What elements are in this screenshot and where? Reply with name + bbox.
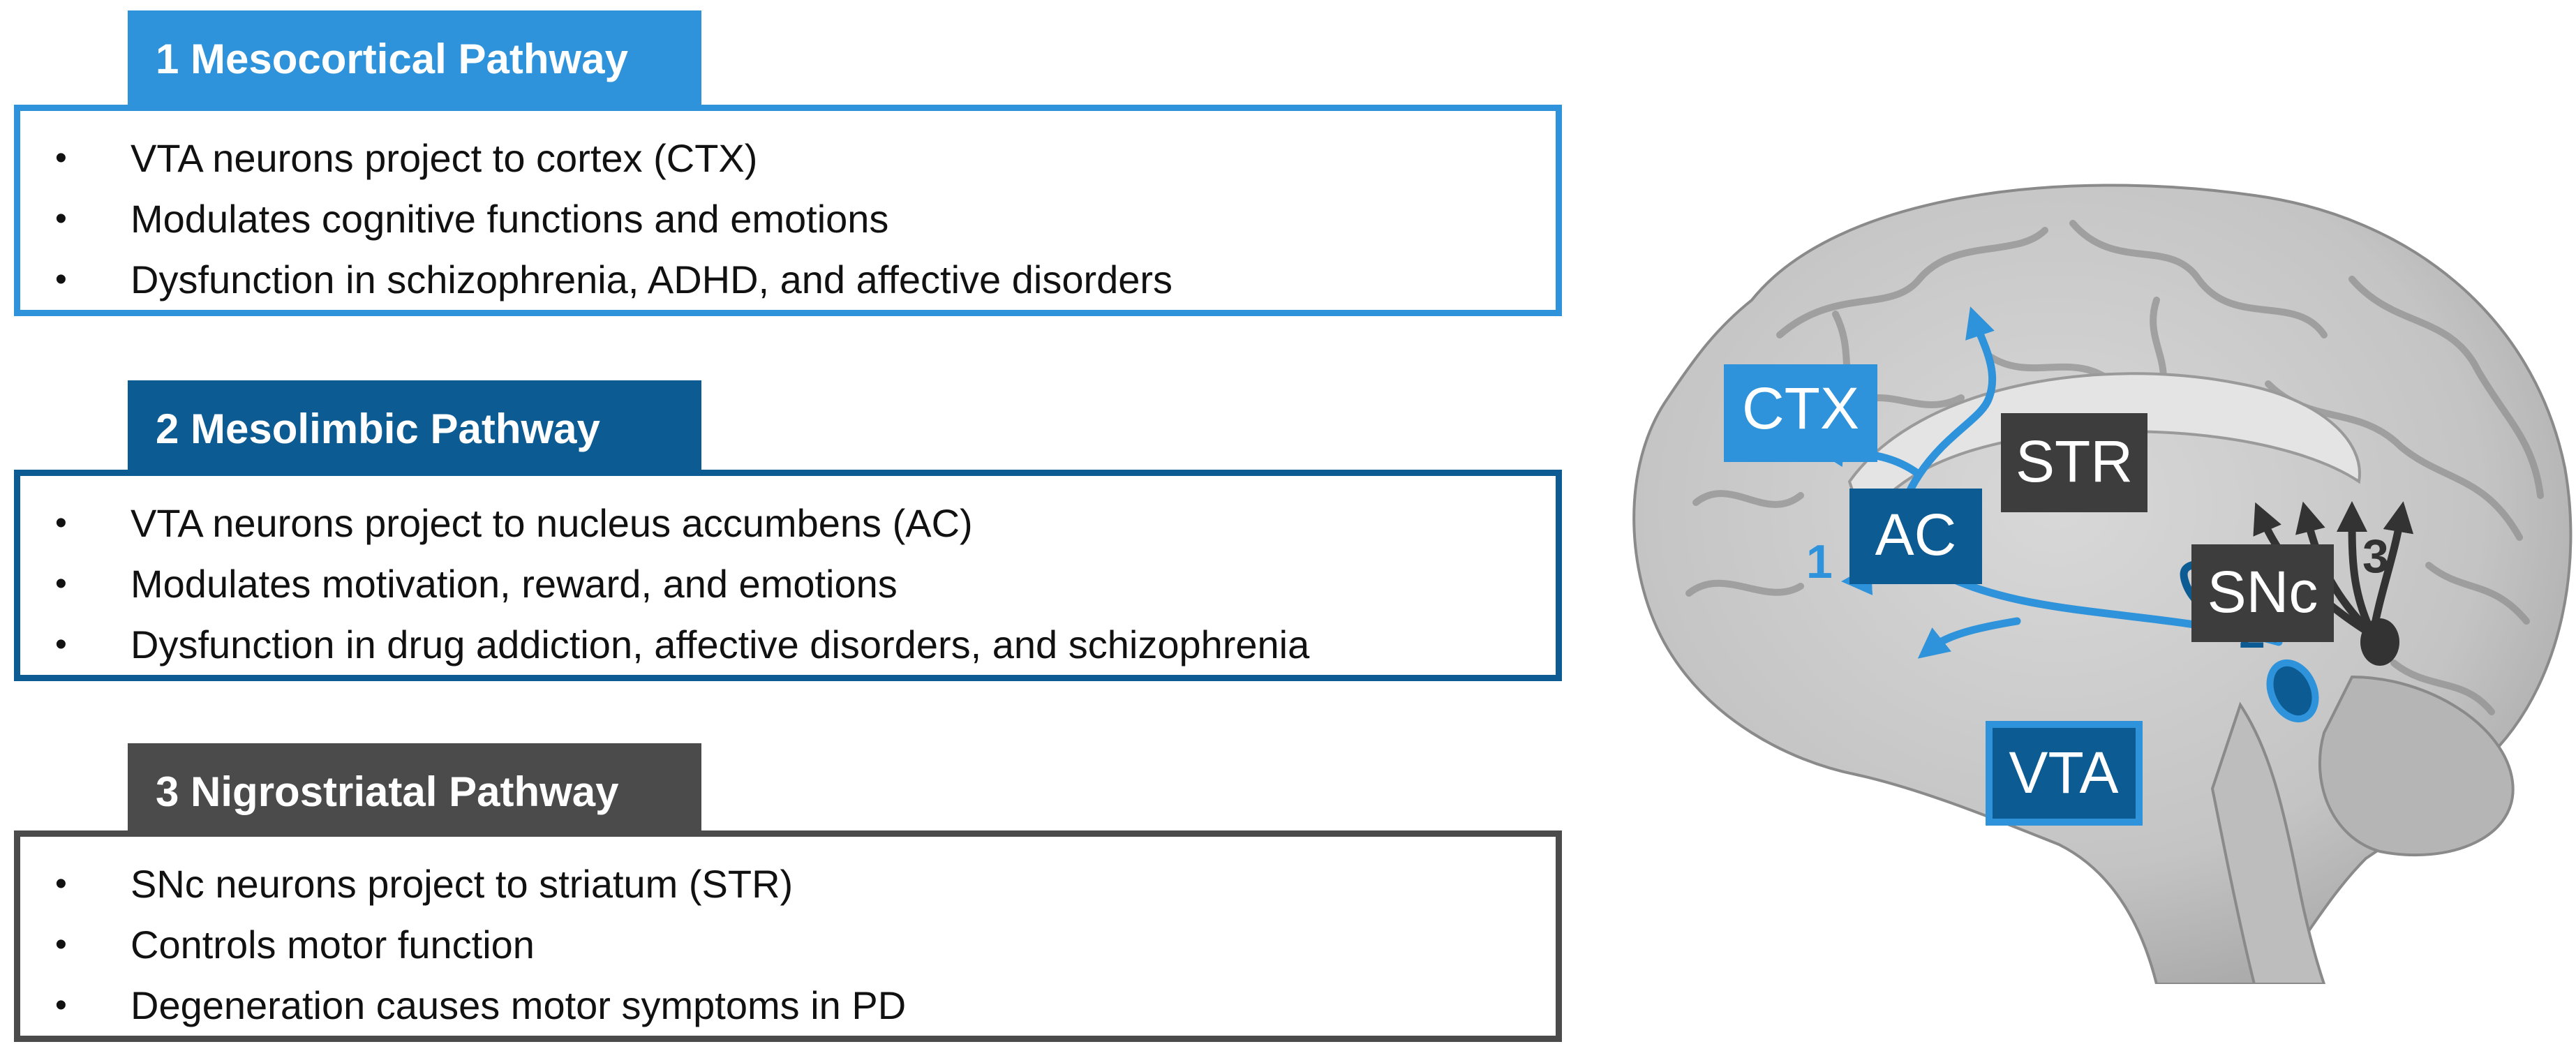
vta-label: VTA bbox=[2009, 740, 2118, 805]
bullet-text: SNc neurons project to striatum (STR) bbox=[131, 862, 794, 906]
list-item: • Controls motor function bbox=[20, 914, 1556, 975]
list-item: • SNc neurons project to striatum (STR) bbox=[20, 854, 1556, 914]
bullet: • bbox=[55, 987, 67, 1024]
bullet: • bbox=[55, 865, 67, 902]
mesolimbic-title: 2 Mesolimbic Pathway bbox=[128, 380, 701, 477]
ac-label: AC bbox=[1875, 502, 1957, 567]
ac-label-box: AC bbox=[1849, 489, 1982, 584]
brain-image bbox=[1632, 184, 2573, 984]
list-item: • VTA neurons project to cortex (CTX) bbox=[20, 128, 1556, 188]
bullet-text: VTA neurons project to nucleus accumbens… bbox=[131, 501, 973, 545]
mesocortical-title: 1 Mesocortical Pathway bbox=[128, 10, 701, 107]
list-item: • Dysfunction in drug addiction, affectiv… bbox=[20, 614, 1556, 675]
brain-diagram: 1 2 3 CTX AC STR SNc VTA bbox=[1632, 184, 2573, 984]
bullet: • bbox=[55, 926, 67, 963]
bullet-text: Modulates cognitive functions and emotio… bbox=[131, 197, 889, 241]
nigrostriatal-box: • SNc neurons project to striatum (STR) •… bbox=[14, 830, 1562, 1042]
snc-nucleus bbox=[2360, 618, 2399, 666]
bullet: • bbox=[55, 200, 67, 237]
str-label: STR bbox=[2016, 429, 2133, 494]
bullet: • bbox=[55, 261, 67, 298]
ctx-label-box: CTX bbox=[1724, 364, 1877, 462]
bullet: • bbox=[55, 505, 67, 542]
path-number-3: 3 bbox=[2362, 530, 2389, 583]
list-item: • Modulates motivation, reward, and emoti… bbox=[20, 553, 1556, 614]
list-item: • VTA neurons project to nucleus accumben… bbox=[20, 493, 1556, 553]
bullet-text: Controls motor function bbox=[131, 923, 535, 967]
snc-label: SNc bbox=[2208, 559, 2318, 625]
mesocortical-box: • VTA neurons project to cortex (CTX) • Mo… bbox=[14, 105, 1562, 316]
ctx-label: CTX bbox=[1742, 375, 1859, 441]
bullet-text: Dysfunction in drug addiction, affective… bbox=[131, 623, 1310, 666]
bullet: • bbox=[55, 140, 67, 177]
snc-label-box: SNc bbox=[2191, 544, 2334, 642]
str-label-box: STR bbox=[2001, 413, 2147, 512]
bullet-text: Degeneration causes motor symptoms in PD bbox=[131, 983, 907, 1027]
mesolimbic-box: • VTA neurons project to nucleus accumben… bbox=[14, 470, 1562, 681]
list-item: • Modulates cognitive functions and emoti… bbox=[20, 188, 1556, 249]
list-item: • Dysfunction in schizophrenia, ADHD, and… bbox=[20, 249, 1556, 310]
vta-nucleus bbox=[2266, 659, 2319, 723]
bullet-text: Modulates motivation, reward, and emotio… bbox=[131, 562, 898, 606]
bullet-text: Dysfunction in schizophrenia, ADHD, and … bbox=[131, 258, 1173, 301]
vta-label-box: VTA bbox=[1986, 721, 2143, 826]
bullet: • bbox=[55, 565, 67, 602]
list-item: • Degeneration causes motor symptoms in P… bbox=[20, 975, 1556, 1036]
bullet: • bbox=[55, 626, 67, 663]
nigrostriatal-title: 3 Nigrostriatal Pathway bbox=[128, 743, 701, 840]
bullet-text: VTA neurons project to cortex (CTX) bbox=[131, 136, 758, 180]
path-number-1: 1 bbox=[1806, 535, 1833, 588]
